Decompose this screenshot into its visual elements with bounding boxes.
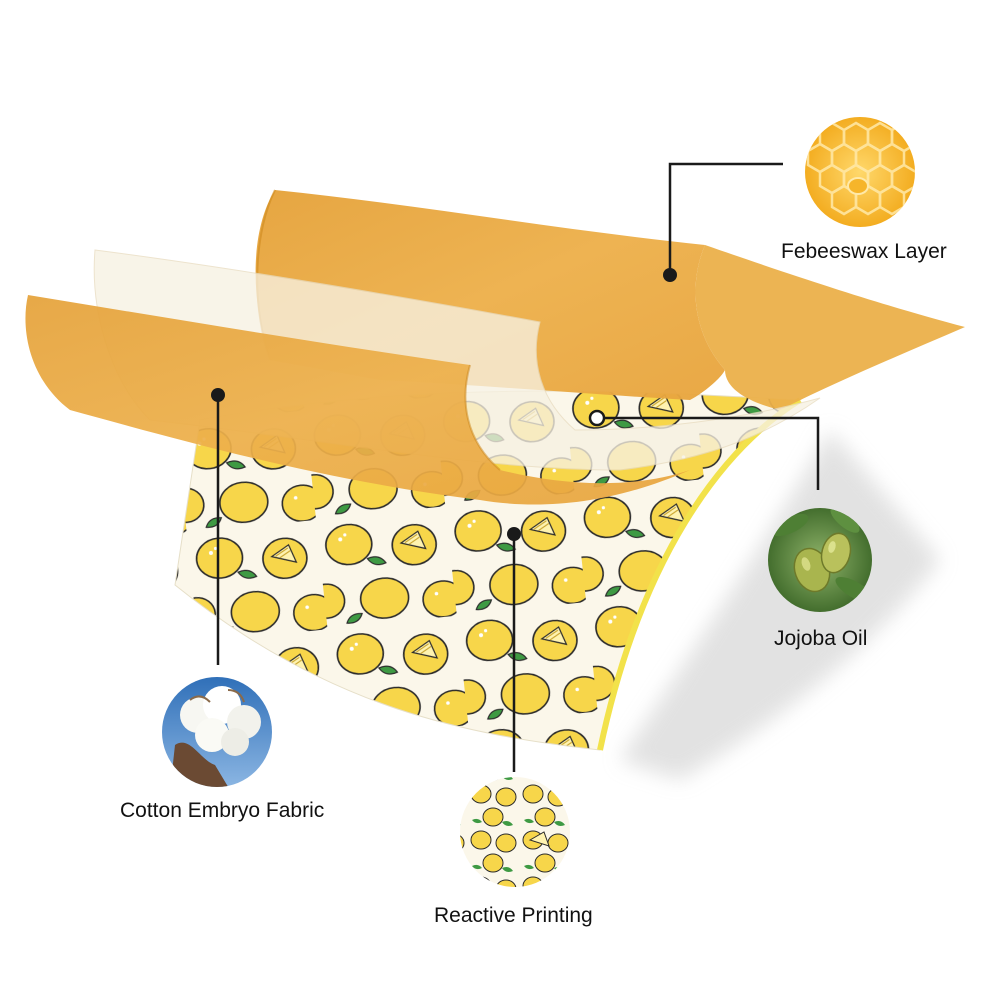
- jojoba-oil-label: Jojoba Oil: [774, 627, 868, 650]
- callout-line-jojoba: [588, 409, 820, 490]
- cotton-boll-icon: [162, 677, 272, 787]
- lemon-print-icon: [460, 777, 570, 887]
- fabric-shadow: [620, 430, 940, 780]
- cotton-fabric-label: Cotton Embryo Fabric: [120, 799, 325, 822]
- callout-line-cotton: [211, 388, 225, 665]
- callout-line-beeswax: [663, 162, 783, 282]
- beeswax-layer-label: Febeeswax Layer: [781, 240, 947, 263]
- jojoba-fruit-icon: [768, 508, 872, 612]
- callout-line-printing: [507, 527, 521, 772]
- reactive-printing-label: Reactive Printing: [434, 904, 593, 927]
- honeycomb-icon: [805, 117, 915, 227]
- beeswax-layer-bottom: [25, 295, 690, 505]
